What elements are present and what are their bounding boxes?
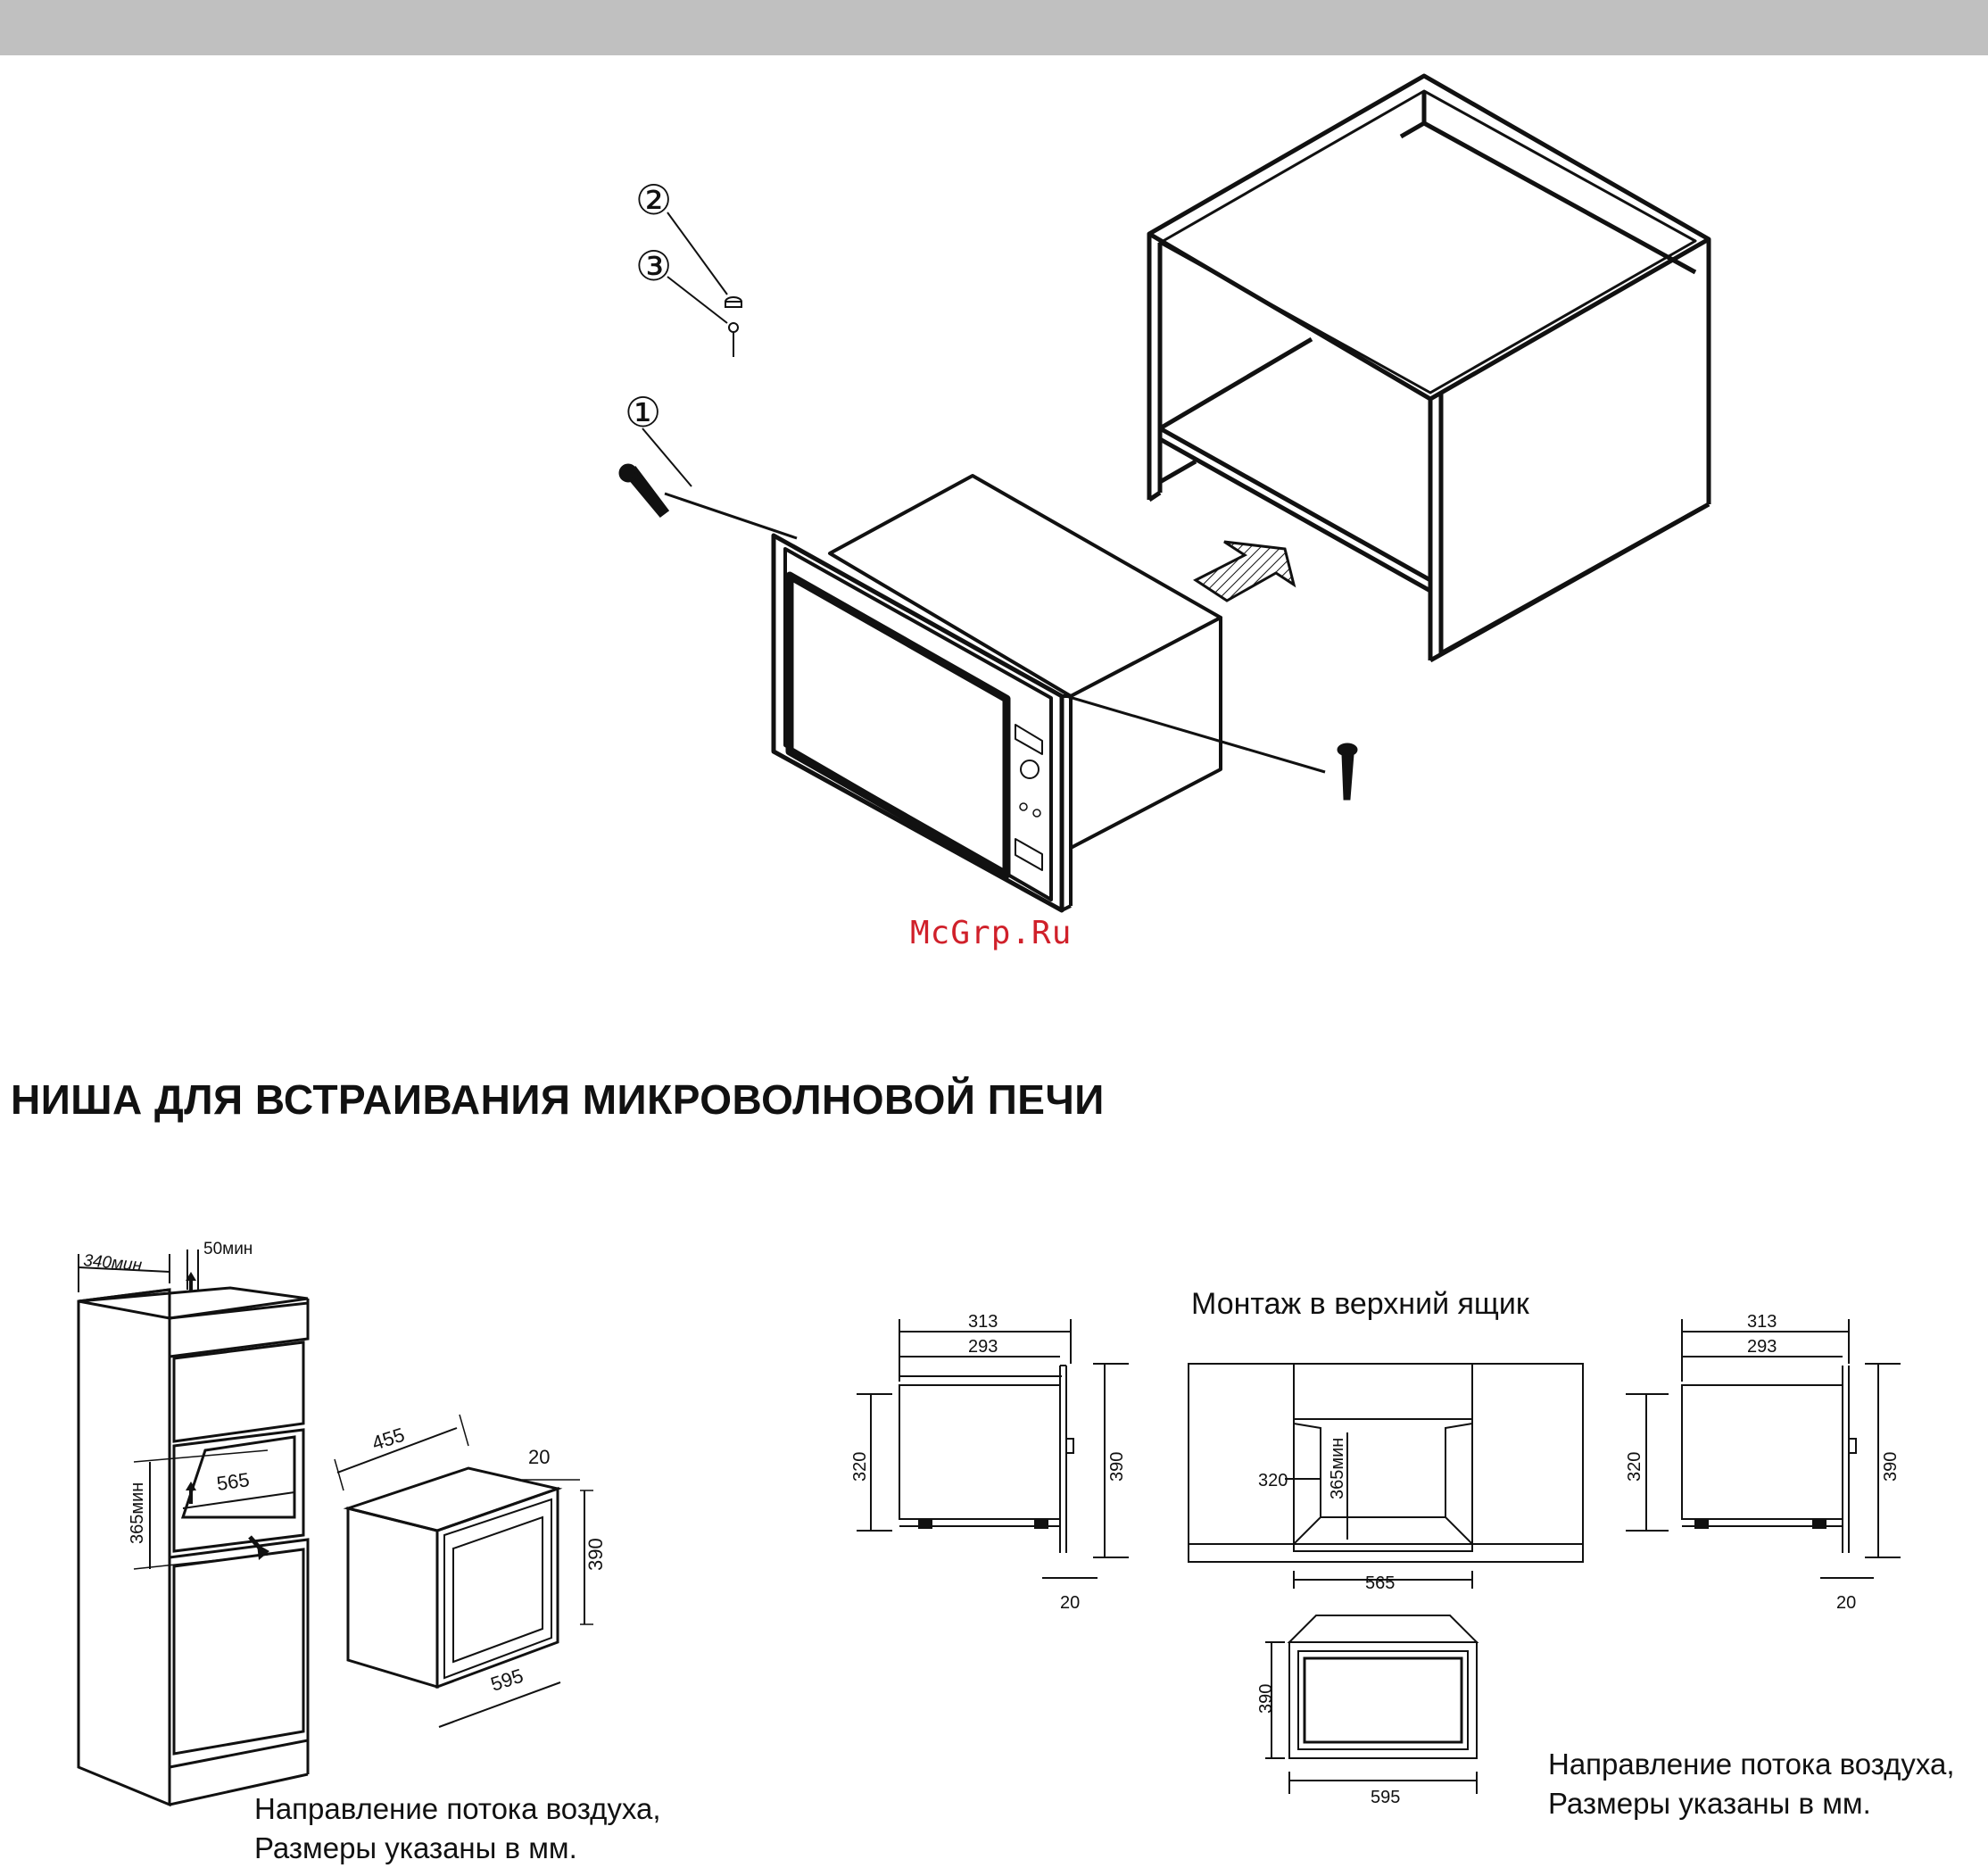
dim-20-left: 20 <box>528 1446 550 1468</box>
section-title: НИША ДЛЯ ВСТРАИВАНИЯ МИКРОВОЛНОВОЙ ПЕЧИ <box>11 1075 1105 1124</box>
dim-390-l: 390 <box>1107 1452 1127 1482</box>
callout-1: ① <box>625 389 661 436</box>
left-caption-line2: Размеры указаны в мм. <box>254 1829 661 1868</box>
cap-icon <box>725 297 741 307</box>
side-view-right <box>1626 1319 1901 1578</box>
dim-320-r: 320 <box>1625 1452 1644 1482</box>
dim-313-r: 313 <box>1747 1312 1777 1332</box>
unit-drawing <box>348 1468 558 1687</box>
left-caption: Направление потока воздуха, Размеры указ… <box>254 1789 661 1868</box>
dim-20-r: 20 <box>1836 1593 1856 1613</box>
screw-left-icon <box>620 465 667 516</box>
dim-595-front: 595 <box>1371 1788 1400 1807</box>
dim-365min: 365мин <box>128 1482 147 1544</box>
insert-arrow-icon <box>1196 542 1294 601</box>
watermark: McGrp.Ru <box>910 915 1072 951</box>
side-view-left <box>857 1319 1129 1578</box>
right-caption: Направление потока воздуха, Размеры указ… <box>1548 1745 1955 1823</box>
dim-365min-front: 365мин <box>1328 1438 1347 1499</box>
tall-cabinet-drawing <box>79 1288 308 1805</box>
left-caption-line1: Направление потока воздуха, <box>254 1789 661 1829</box>
right-caption-line1: Направление потока воздуха, <box>1548 1745 1955 1784</box>
small-screw-icon <box>729 323 738 357</box>
dim-293-l: 293 <box>968 1337 998 1357</box>
callout-2: ② <box>635 177 672 223</box>
dim-313-l: 313 <box>968 1312 998 1332</box>
right-caption-line2: Размеры указаны в мм. <box>1548 1784 1955 1823</box>
dim-390-front: 390 <box>1256 1684 1276 1714</box>
dim-390-left: 390 <box>584 1538 607 1571</box>
dim-390-r: 390 <box>1881 1452 1901 1482</box>
microwave-drawing <box>774 476 1221 1318</box>
upper-mount-title: Монтаж в верхний ящик <box>1191 1287 1529 1322</box>
dim-565-left: 565 <box>215 1468 251 1495</box>
dim-320-front: 320 <box>1258 1471 1288 1490</box>
front-view-cabinet <box>1189 1364 1583 1589</box>
dim-565-front: 565 <box>1365 1573 1395 1593</box>
dim-455: 455 <box>369 1424 408 1455</box>
dim-50min: 50мин <box>203 1240 253 1258</box>
dim-595-left: 595 <box>488 1665 526 1696</box>
callout-3: ③ <box>635 243 672 289</box>
screw-right-icon <box>1338 744 1356 799</box>
dim-293-r: 293 <box>1747 1337 1777 1357</box>
dim-340min: 340мин <box>83 1251 144 1275</box>
dim-320-l: 320 <box>850 1452 870 1482</box>
front-view-unit <box>1265 1615 1477 1794</box>
dim-20-l: 20 <box>1060 1593 1080 1613</box>
